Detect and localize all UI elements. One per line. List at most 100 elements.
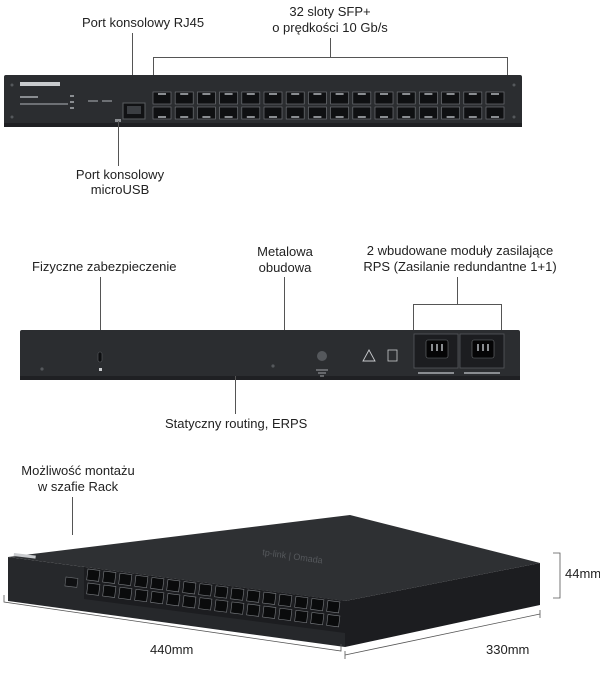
sfp-port-latch (291, 116, 300, 118)
psu-label-line2: RPS (Zasilanie redundantne 1+1) (363, 259, 557, 274)
sfp-port-latch (380, 93, 388, 95)
sfp-port-iso (230, 587, 245, 601)
isometric-switch: tp-link | Omada (3, 515, 561, 659)
sfp-port-iso (118, 586, 133, 600)
sfp-port-latch (468, 93, 477, 95)
sfp-port-front (174, 106, 194, 120)
sfp-port-iso (86, 582, 101, 596)
sfp-port-latch (246, 116, 255, 118)
sfp-port-iso (214, 585, 229, 599)
sfp-port-front (263, 106, 283, 120)
sfp-port-iso (278, 593, 293, 607)
sfp-port-latch (246, 93, 255, 95)
sfp-port-iso (150, 591, 165, 605)
sfp-port-iso (294, 595, 309, 610)
sfp-port-front (174, 91, 194, 105)
sfp-port-latch (491, 116, 499, 118)
sfp-port-latch (402, 93, 411, 95)
sfp-port-front (352, 91, 372, 105)
sfp-port-latch (446, 116, 455, 118)
sfp-port-iso (262, 591, 277, 605)
sfp-port-front (197, 91, 216, 105)
sfp-port-iso (230, 601, 245, 615)
psu-bracket-left (413, 304, 414, 332)
sfp-port-front (152, 106, 172, 120)
sfp-port-iso (150, 577, 165, 591)
sfp-port-iso (198, 597, 213, 611)
rj45-console-label: Port konsolowy RJ45 (82, 15, 205, 30)
routing-leader-line (235, 376, 236, 414)
sfp-port-front (330, 91, 349, 105)
usb-leader-line (118, 121, 119, 166)
sfp-port-front (308, 91, 327, 105)
sfp-port-front (330, 106, 349, 120)
sfp-port-iso (182, 595, 197, 609)
sfp-port-iso (214, 599, 229, 613)
sfp-port-iso (294, 609, 309, 624)
sfp-port-latch (180, 93, 189, 95)
sfp-port-latch (158, 116, 166, 118)
sfp-port-front (485, 106, 505, 120)
sfp-port-latch (335, 93, 344, 95)
sfp-port-front (396, 91, 416, 105)
sfp-port-front (197, 106, 216, 120)
sfp-port-latch (424, 116, 433, 118)
sfp-port-front (241, 106, 261, 120)
sfp-port-front (285, 91, 305, 105)
sfp-port-front (441, 91, 460, 105)
depth-dimension-label: 330mm (486, 642, 530, 657)
sfp-port-front (263, 91, 283, 105)
sfp-port-iso (246, 589, 261, 603)
rack-mount-label-line2: w szafie Rack (37, 479, 119, 494)
sfp-bracket-top (153, 57, 508, 58)
sfp-port-iso (166, 593, 181, 607)
sfp-port-latch (335, 116, 344, 118)
sfp-port-latch (313, 93, 322, 95)
sfp-port-latch (357, 93, 366, 95)
sfp-port-iso (246, 603, 261, 617)
sfp-bracket-stem (330, 38, 331, 57)
height-dimension-label: 44mm (565, 566, 600, 581)
metal-housing-label-line2: obudowa (258, 260, 312, 275)
usb-console-label-line1: Port konsolowy (75, 167, 165, 182)
security-leader-line (100, 277, 101, 353)
sfp-port-latch (291, 93, 300, 95)
sfp-port-latch (491, 93, 499, 95)
sfp-port-iso (198, 583, 213, 597)
metal-leader-line (284, 277, 285, 330)
sfp-port-front (152, 91, 172, 105)
sfp-port-iso (86, 568, 101, 582)
psu-label-line1: 2 wbudowane moduły zasilające (366, 243, 554, 258)
psu-bracket-stem (457, 277, 458, 304)
usb-console-label-line2: microUSB (90, 182, 150, 197)
sfp-port-front (352, 106, 372, 120)
sfp-slots-label-line2: o prędkości 10 Gb/s (272, 20, 388, 35)
sfp-port-front (241, 91, 261, 105)
sfp-port-front (419, 91, 438, 105)
sfp-port-latch (357, 116, 366, 118)
sfp-bracket-left (153, 57, 154, 77)
rack-leader-line (72, 497, 73, 535)
sfp-port-front (219, 106, 238, 120)
sfp-port-front (485, 91, 505, 105)
psu-bracket-top (413, 304, 502, 305)
rack-mount-label-line1: Możliwość montażu (21, 463, 135, 478)
sfp-port-latch (269, 93, 277, 95)
sfp-port-front (419, 106, 438, 120)
sfp-port-latch (313, 116, 322, 118)
static-routing-label: Statyczny routing, ERPS (165, 416, 308, 431)
sfp-port-iso (278, 607, 293, 621)
sfp-port-front (285, 106, 305, 120)
sfp-port-latch (202, 93, 211, 95)
sfp-port-front (396, 106, 416, 120)
sfp-port-front (308, 106, 327, 120)
sfp-port-iso (134, 574, 149, 589)
metal-housing-label-line1: Metalowa (257, 244, 313, 259)
sfp-port-latch (202, 116, 211, 118)
rear-panel-switch (20, 330, 520, 380)
sfp-port-front (219, 91, 238, 105)
sfp-bracket-right (507, 57, 508, 77)
sfp-port-iso (262, 605, 277, 619)
width-dimension-label: 440mm (150, 642, 194, 657)
sfp-port-iso (102, 570, 117, 584)
